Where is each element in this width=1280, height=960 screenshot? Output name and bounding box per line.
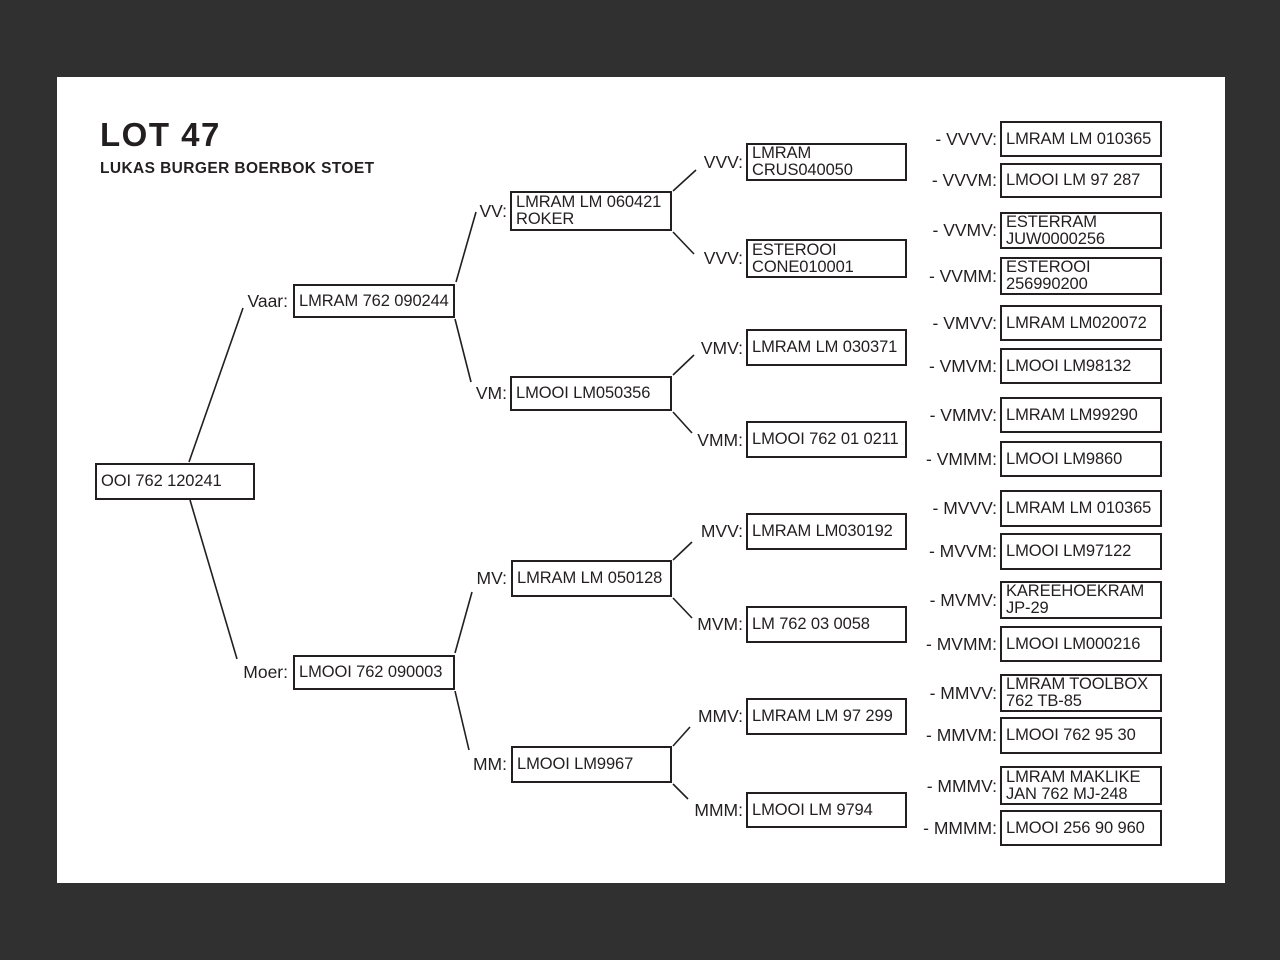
pedigree-box-vvvm: LMOOI LM 97 287 (1000, 163, 1162, 198)
pedigree-label-mmmv: - MMMV: (926, 776, 997, 796)
pedigree-label-vvvv: - VVVV: (935, 129, 997, 149)
pedigree-label-mmvm: - MMVM: (926, 725, 997, 745)
pedigree-box-mmm: LMOOI LM 9794 (746, 792, 907, 828)
pedigree-box-vv: LMRAM LM 060421 ROKER (510, 191, 672, 231)
pedigree-box-mvmv: KAREEHOEKRAM JP-29 (1000, 581, 1162, 619)
pedigree-box-vvvv: LMRAM LM 010365 (1000, 121, 1162, 157)
lot-title: LOT 47 (100, 116, 221, 153)
connector-mv-mvv (672, 541, 693, 561)
pedigree-box-vmv: LMRAM LM 030371 (746, 329, 907, 366)
connector-vv-vvm (672, 231, 695, 255)
pedigree-box-mvvv: LMRAM LM 010365 (1000, 490, 1162, 527)
pedigree-label-mvvm: - MVVM: (928, 541, 997, 561)
pedigree-box-vvmm: ESTEROOI 256990200 (1000, 257, 1162, 295)
connector-vaar-vv (455, 211, 477, 283)
connector-root-moer (189, 499, 238, 660)
connector-root-vaar (188, 307, 244, 463)
connector-vm-vmm (672, 411, 693, 434)
pedigree-box-mvvm: LMOOI LM97122 (1000, 533, 1162, 570)
pedigree-label-vvmm: - VVMM: (928, 266, 997, 286)
connector-vv-vvv (672, 169, 697, 192)
pedigree-box-mmmv: LMRAM MAKLIKE JAN 762 MJ-248 (1000, 766, 1162, 805)
pedigree-label-mmm: MMM: (694, 800, 743, 820)
pedigree-label-mvvv: - MVVV: (932, 498, 998, 518)
pedigree-label-mvmv: - MVMV: (929, 590, 997, 610)
pedigree-label-mm: MM: (472, 754, 507, 774)
pedigree-box-vvv: LMRAM CRUS040050 (746, 143, 907, 181)
pedigree-label-mvv: MVV: (700, 521, 743, 541)
pedigree-label-mvm: MVM: (697, 614, 743, 634)
pedigree-label-vvvm: - VVVM: (931, 170, 997, 190)
connector-moer-mm (454, 690, 470, 751)
connector-vm-vmv (672, 354, 695, 376)
pedigree-label-vmvv: - VMVV: (932, 313, 998, 333)
pedigree-label-vmvm: - VMVM: (928, 356, 997, 376)
pedigree-label-mmmm: - MMMM: (923, 818, 997, 838)
pedigree-label-vm: VM: (475, 383, 507, 403)
connector-mv-mvm (672, 597, 693, 619)
pedigree-label-mmvv: - MMVV: (929, 683, 997, 703)
pedigree-box-mm: LMOOI LM9967 (511, 746, 672, 783)
pedigree-label-vmm: VMM: (697, 430, 743, 450)
pedigree-label-vvm: VVV: (703, 248, 743, 268)
pedigree-box-vm: LMOOI LM050356 (510, 376, 672, 411)
pedigree-box-mmmm: LMOOI 256 90 960 (1000, 810, 1162, 846)
pedigree-label-mv: MV: (476, 568, 507, 588)
pedigree-box-vmmv: LMRAM LM99290 (1000, 397, 1162, 433)
pedigree-label-vmmm: - VMMM: (926, 449, 997, 469)
pedigree-box-moer: LMOOI 762 090003 (293, 655, 455, 690)
pedigree-box-vaar: LMRAM 762 090244 (293, 284, 455, 318)
pedigree-box-vmmm: LMOOI LM9860 (1000, 441, 1162, 477)
pedigree-box-mmvm: LMOOI 762 95 30 (1000, 717, 1162, 754)
pedigree-box-mmv: LMRAM LM 97 299 (746, 698, 907, 735)
pedigree-label-vmmv: - VMMV: (929, 405, 997, 425)
pedigree-label-vvmv: - VVMV: (932, 220, 998, 240)
pedigree-box-vmvm: LMOOI LM98132 (1000, 348, 1162, 384)
pedigree-box-vmm: LMOOI 762 01 0211 (746, 421, 907, 458)
connector-vaar-vm (454, 318, 472, 383)
connector-mm-mmm (672, 783, 689, 800)
pedigree-box-mv: LMRAM LM 050128 (511, 560, 672, 597)
connector-mm-mmv (672, 726, 691, 747)
pedigree-box-mmvv: LMRAM TOOLBOX 762 TB-85 (1000, 674, 1162, 712)
pedigree-box-mvv: LMRAM LM030192 (746, 513, 907, 550)
pedigree-box-subject: OOI 762 120241 (95, 463, 255, 500)
pedigree-box-mvm: LM 762 03 0058 (746, 606, 907, 643)
connector-moer-mv (454, 591, 473, 654)
pedigree-label-vvv: VVV: (703, 152, 743, 172)
stud-subtitle: LUKAS BURGER BOERBOK STOET (100, 160, 375, 177)
pedigree-label-vaar: Vaar: (247, 291, 288, 311)
pedigree-label-mvmm: - MVMM: (926, 634, 997, 654)
pedigree-box-vmvv: LMRAM LM020072 (1000, 305, 1162, 341)
pedigree-label-mmv: MMV: (697, 706, 743, 726)
pedigree-box-vvmv: ESTERRAM JUW0000256 (1000, 212, 1162, 249)
pedigree-label-vmv: VMV: (700, 338, 743, 358)
pedigree-box-mvmm: LMOOI LM000216 (1000, 626, 1162, 662)
pedigree-label-vv: VV: (479, 201, 507, 221)
pedigree-box-vvm: ESTEROOI CONE010001 (746, 239, 907, 278)
pedigree-label-moer: Moer: (243, 662, 288, 682)
